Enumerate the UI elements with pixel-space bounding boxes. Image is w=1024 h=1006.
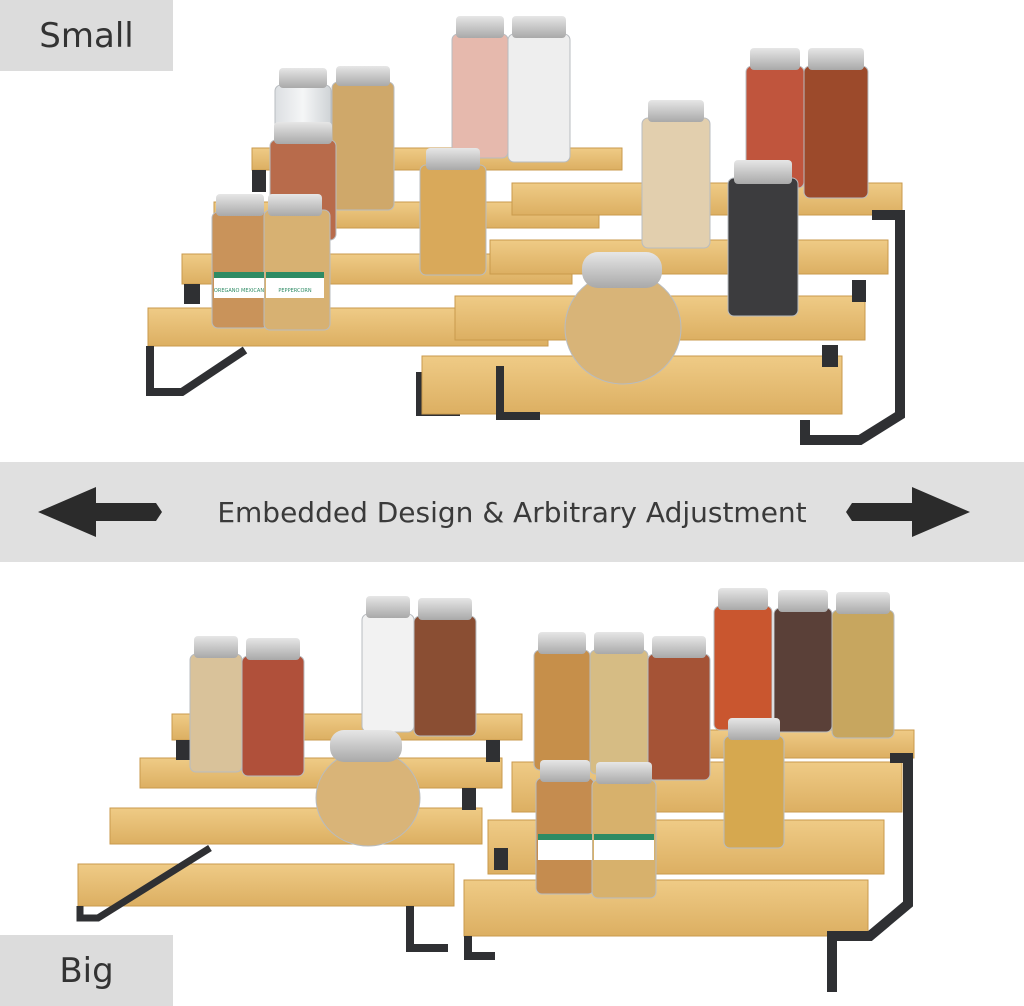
spice-jars-right — [564, 48, 869, 385]
small-rack-photo: OREGANO MEXICAN PEPPERCORN — [146, 16, 905, 445]
peppercorn-jar-label: PEPPERCORN — [278, 288, 311, 294]
arrow-left-icon — [38, 487, 162, 537]
arrow-right-icon — [846, 487, 970, 537]
spice-jars-left: OREGANO MEXICAN PEPPERCORN — [211, 16, 571, 331]
spice-jars-right-big — [533, 588, 895, 899]
big-size-label: Big — [0, 935, 173, 1006]
banner-text: Embedded Design & Arbitrary Adjustment — [217, 495, 807, 529]
left-spice-rack-extended — [76, 713, 523, 952]
big-rack-photo — [76, 588, 915, 992]
spice-jars-left-big — [189, 596, 477, 847]
small-size-label: Small — [0, 0, 173, 71]
oregano-jar-label: OREGANO MEXICAN — [214, 288, 264, 294]
